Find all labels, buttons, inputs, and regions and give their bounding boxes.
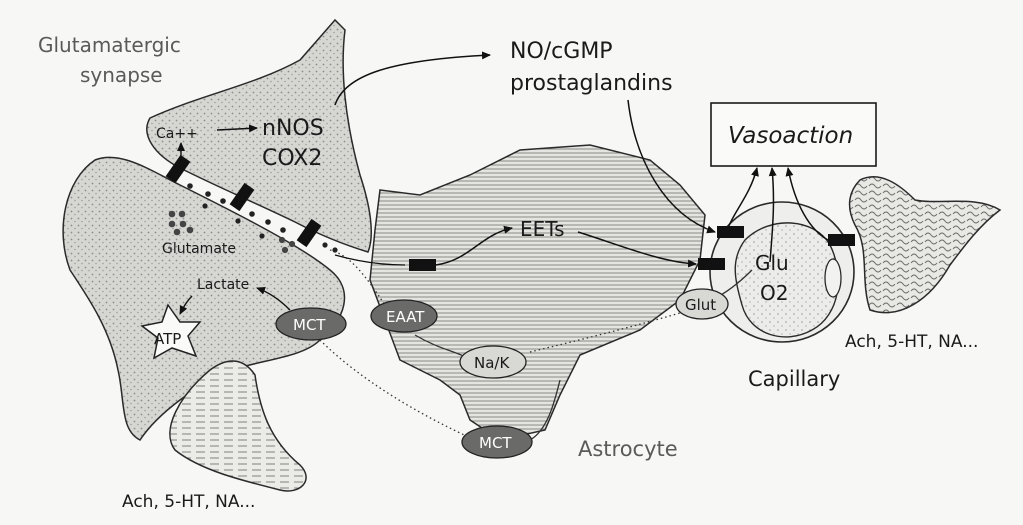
nnos-label: nNOS <box>262 116 324 141</box>
neuromod-right-label: Ach, 5-HT, NA... <box>845 332 978 352</box>
nmda-receptor-2 <box>229 182 255 212</box>
astrocyte-label: Astrocyte <box>578 437 678 461</box>
astro-receptor <box>409 259 436 271</box>
presynaptic-terminal <box>146 18 373 253</box>
na-k-label: Na/K <box>474 354 510 372</box>
astrocyte-body <box>369 144 706 441</box>
glut-oval <box>675 288 729 320</box>
receptor-to-eets-arrow <box>435 225 513 266</box>
lactate-to-atp-arrow <box>179 295 193 315</box>
mct-astro-oval <box>461 425 533 459</box>
prostaglandin-to-receptor-arrow <box>627 99 716 234</box>
capillary-receptor-3 <box>828 234 855 246</box>
eets-to-receptor-arrow <box>577 231 697 268</box>
mct-neuron-label: MCT <box>293 316 326 334</box>
no-cgmp-label: NO/cGMP <box>510 39 613 64</box>
glu-label: Glu <box>755 251 789 275</box>
mct-astro-line <box>529 379 561 441</box>
eaat-label: EAAT <box>386 308 425 326</box>
glutamate-label: Glutamate <box>162 241 236 257</box>
lactate-arrow <box>256 286 291 311</box>
synapse-title-line1: Glutamatergic <box>38 33 181 57</box>
eaat-oval <box>370 299 438 333</box>
red-blood-cell <box>824 258 842 298</box>
cox2-label: COX2 <box>262 146 322 171</box>
capillary-receptor-2 <box>698 258 725 270</box>
vasoaction-box <box>710 102 877 167</box>
prostaglandins-label: prostaglandins <box>510 71 673 96</box>
vaso-arrow-2 <box>768 167 777 263</box>
neuromod-bottom-label: Ach, 5-HT, NA... <box>122 492 255 512</box>
ca-label: Ca++ <box>156 126 198 142</box>
lactate-label: Lactate <box>197 277 249 293</box>
synapse-title-line2: synapse <box>80 63 163 87</box>
nmda-receptor-1 <box>165 154 191 184</box>
synapse-to-astro-receptor-arrow <box>334 254 406 266</box>
nmda-receptor-3 <box>296 218 322 248</box>
capillary-label: Capillary <box>748 367 840 391</box>
ca-to-nnos-arrow <box>216 124 258 133</box>
mct-astro-label: MCT <box>479 434 512 452</box>
mct-shuttle-path <box>319 339 476 441</box>
atp-star <box>140 303 202 360</box>
mct-neuron-oval <box>275 307 347 341</box>
neuromodulatory-terminal-bottom <box>169 360 307 492</box>
vasoaction-label: Vasoaction <box>728 123 853 149</box>
synaptic-vesicles <box>187 183 338 253</box>
glut-label: Glut <box>685 296 716 314</box>
nnos-to-no-arrow <box>334 51 491 106</box>
vaso-arrow-1 <box>727 167 759 229</box>
vaso-arrow-3 <box>785 167 829 241</box>
glutamate-vesicles <box>168 210 296 254</box>
o2-label: O2 <box>760 281 788 305</box>
na-k-oval <box>459 345 527 379</box>
eets-label: EETs <box>520 217 565 241</box>
glut-nak-path <box>529 309 691 353</box>
capillary-receptor-1 <box>717 226 744 238</box>
capillary-lumen <box>734 222 839 338</box>
neuromodulatory-terminal-right <box>848 176 1002 314</box>
atp-label: ATP <box>154 330 181 348</box>
